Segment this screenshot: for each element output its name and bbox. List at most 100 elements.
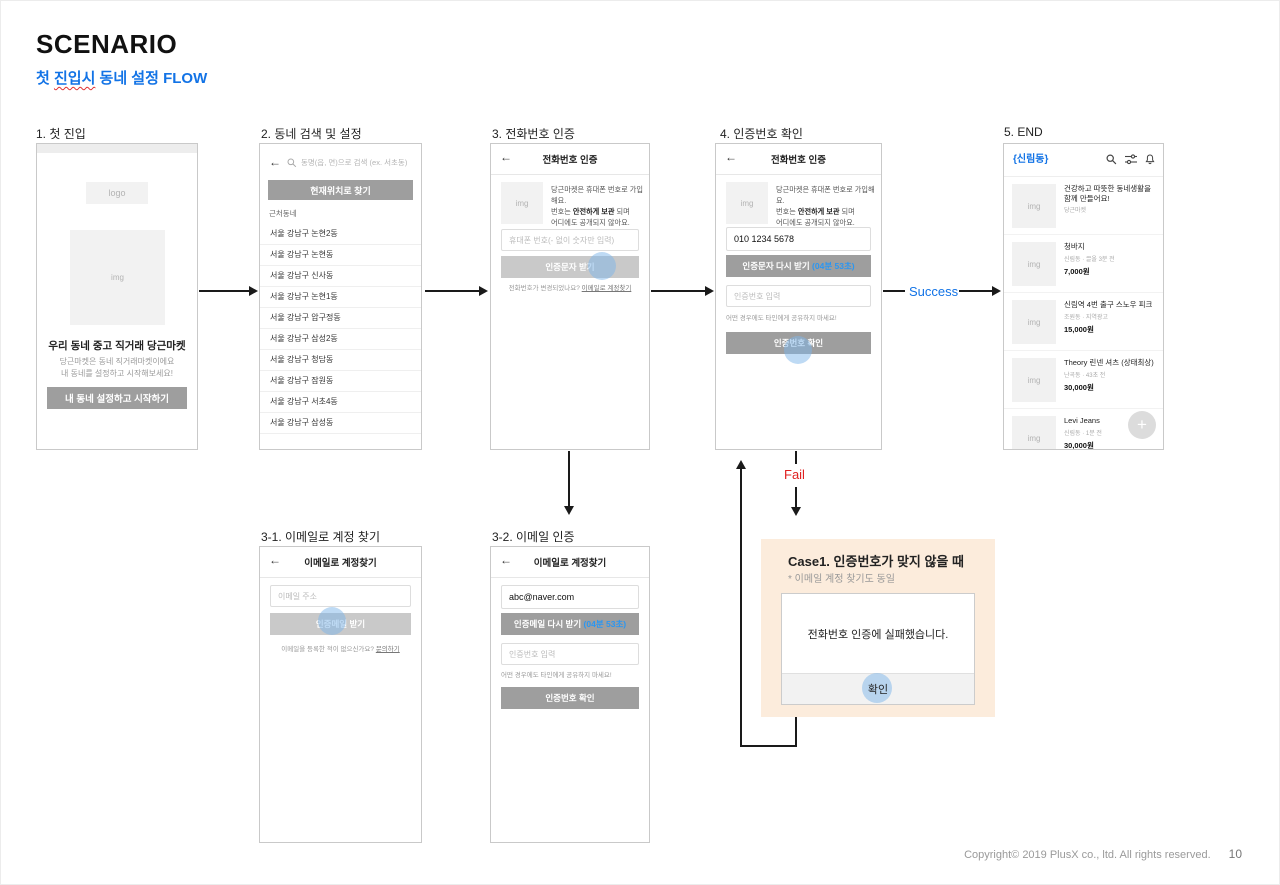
feed-item[interactable]: img Levi Jeans 신림동 · 1분 전 30,000원 (1004, 409, 1163, 450)
neighborhood-list-item[interactable]: 서울 강남구 서초4동 (260, 392, 421, 413)
back-icon[interactable]: ← (269, 553, 281, 567)
onboarding-image-placeholder: img (70, 230, 165, 325)
resend-timer: (04분 53초) (812, 261, 855, 271)
verification-code-input[interactable] (501, 643, 639, 665)
label-step-3-1: 3-1. 이메일로 계정 찾기 (261, 530, 381, 544)
feed-item-title: 신림역 4번 출구 스노우 피크 (1064, 300, 1153, 309)
verify-desc-line1: 당근마켓은 휴대폰 번호로 가입해요. (776, 185, 875, 205)
success-label: Success (909, 284, 959, 299)
feed-list: img 건강하고 따뜻한 동네생활을 함께 만들어요! 당근마켓 img 청바지… (1004, 177, 1163, 450)
find-current-location-button[interactable]: 현재위치로 찾기 (268, 180, 413, 200)
page-number: 10 (1228, 847, 1242, 861)
search-icon[interactable] (1106, 154, 1117, 165)
verify-desc-line2-post: 되며 (839, 207, 855, 216)
neighborhood-list-item[interactable]: 서울 강남구 논현1동 (260, 287, 421, 308)
back-icon[interactable]: ← (725, 150, 737, 164)
neighborhood-list-item[interactable]: 서울 강남구 삼성2동 (260, 329, 421, 350)
feed-item-sub: 신림동 · 끌올 3분 전 (1064, 256, 1115, 263)
code-warning-text: 어떤 경우에도 타인에게 공유하지 마세요! (501, 672, 612, 679)
arrow-1-to-2-head (249, 286, 258, 296)
resend-timer: (04분 53초) (583, 619, 627, 629)
feed-item[interactable]: img 건강하고 따뜻한 동네생활을 함께 만들어요! 당근마켓 (1004, 177, 1163, 235)
onboarding-desc-line1: 당근마켓은 동네 직거래마켓이에요 (59, 357, 175, 366)
find-account-help-text: 전화번호가 변경되었나요? (508, 285, 582, 292)
error-dialog: 전화번호 인증에 실패했습니다. 확인 (781, 593, 975, 705)
feed-item-image: img (1012, 300, 1056, 344)
subtitle-prefix: 첫 (36, 70, 54, 87)
feed-item-image: img (1012, 184, 1056, 228)
feed-item-sub: 당근마켓 (1064, 208, 1087, 214)
email-input[interactable] (501, 585, 639, 609)
success-line-left (883, 290, 905, 292)
neighborhood-list-item[interactable]: 서울 강남구 논현2동 (260, 224, 421, 245)
screen-find-account-email: 이메일로 계정찾기 ← 인증메일 받기 이메일을 등록한 적이 없으신가요? 문… (259, 546, 422, 843)
feed-item-sub: 난곡동 · 43초 전 (1064, 372, 1106, 379)
start-set-neighborhood-button[interactable]: 내 동네 설정하고 시작하기 (47, 387, 187, 409)
feed-item-price: 30,000원 (1064, 382, 1094, 392)
status-bar (37, 144, 197, 153)
arrow-3-to-4-head (705, 286, 714, 296)
screen-header-title: 이메일로 계정찾기 (491, 547, 649, 578)
screen-phone-verification: 전화번호 인증 ← img 당근마켓은 휴대폰 번호로 가입해요. 번호는 안전… (490, 143, 650, 450)
label-step-1: 1. 첫 진입 (36, 127, 86, 141)
phone-number-input[interactable] (726, 227, 871, 251)
resend-email-label: 인증메일 다시 받기 (513, 619, 584, 629)
contact-help-text: 이메일을 등록한 적이 없으신가요? (281, 646, 376, 653)
feed-item-price: 7,000원 (1064, 266, 1090, 276)
neighborhood-search-input[interactable]: 동명(읍, 면)으로 검색 (ex. 서초동) (301, 158, 408, 167)
find-account-help: 전화번호가 변경되었나요? 이메일로 계정찾기 (491, 282, 649, 292)
screen-header-title: 전화번호 인증 (716, 144, 881, 175)
case1-panel: Case1. 인증번호가 맞지 않을 때 * 이메일 계정 찾기도 동일 전화번… (761, 539, 995, 717)
get-verification-sms-button[interactable]: 인증문자 받기 (501, 256, 639, 278)
neighborhood-list-item[interactable]: 서울 강남구 압구정동 (260, 308, 421, 329)
screen-email-verification: 이메일로 계정찾기 ← 인증메일 다시 받기 (04분 53초) 어떤 경우에도… (490, 546, 650, 843)
resend-email-button[interactable]: 인증메일 다시 받기 (04분 53초) (501, 613, 639, 635)
filter-sliders-icon[interactable] (1125, 154, 1137, 165)
phone-number-input[interactable] (501, 229, 639, 251)
tap-indicator (784, 336, 812, 364)
label-step-5: 5. END (1004, 125, 1043, 139)
find-account-by-email-link[interactable]: 이메일로 계정찾기 (581, 285, 632, 292)
arrow-3-to-32-head (564, 506, 574, 515)
subtitle-suffix: 동네 설정 FLOW (95, 70, 208, 87)
email-input[interactable] (270, 585, 411, 607)
back-icon[interactable]: ← (500, 553, 512, 567)
resend-sms-button[interactable]: 인증문자 다시 받기 (04분 53초) (726, 255, 871, 277)
neighborhood-list-item[interactable]: 서울 강남구 청담동 (260, 350, 421, 371)
nearby-list-label: 근처동네 (269, 209, 297, 218)
success-line-right (959, 290, 993, 292)
tap-indicator (318, 607, 346, 635)
fail-label: Fail (784, 467, 805, 482)
neighborhood-list-item[interactable]: 서울 강남구 삼성동 (260, 413, 421, 434)
neighborhood-list-item[interactable]: 서울 강남구 잠원동 (260, 371, 421, 392)
dialog-confirm-button[interactable]: 확인 (867, 684, 889, 696)
add-post-fab-button[interactable]: + (1128, 411, 1156, 439)
contact-help: 이메일을 등록한 적이 없으신가요? 문의하기 (260, 643, 421, 653)
notification-bell-icon[interactable] (1145, 154, 1155, 165)
feed-item-price: 30,000원 (1064, 440, 1094, 450)
loop-line-horizontal (740, 745, 797, 747)
screen-code-confirm: 전화번호 인증 ← img 당근마켓은 휴대폰 번호로 가입해요. 번호는 안전… (715, 143, 882, 450)
feed-item[interactable]: img Theory 린넨 셔츠 (상태최상) 난곡동 · 43초 전 30,0… (1004, 351, 1163, 409)
feed-item-title: 청바지 (1064, 242, 1085, 251)
screen-header-title: 이메일로 계정찾기 (260, 547, 421, 578)
feed-item[interactable]: img 신림역 4번 출구 스노우 피크 조원동 · 지역광고 15,000원 (1004, 293, 1163, 351)
arrow-3-to-32-line (568, 451, 570, 506)
neighborhood-list-item[interactable]: 서울 강남구 논현동 (260, 245, 421, 266)
onboarding-desc-line2: 내 동네를 설정하고 시작해보세요! (61, 369, 173, 378)
feed-item[interactable]: img 청바지 신림동 · 끌올 3분 전 7,000원 (1004, 235, 1163, 293)
verification-code-input[interactable] (726, 285, 871, 307)
feed-item-image: img (1012, 242, 1056, 286)
logo-placeholder: logo (86, 182, 148, 204)
neighborhood-list-item[interactable]: 서울 강남구 신사동 (260, 266, 421, 287)
contact-link[interactable]: 문의하기 (375, 646, 400, 653)
verify-desc-line1: 당근마켓은 휴대폰 번호로 가입해요. (551, 185, 643, 205)
confirm-code-button[interactable]: 인증번호 확인 (501, 687, 639, 709)
verify-desc-line2-post: 되며 (614, 207, 630, 216)
back-icon[interactable]: ← (269, 155, 281, 169)
fail-line-bottom (795, 487, 797, 507)
back-icon[interactable]: ← (500, 150, 512, 164)
arrow-2-to-3-line (425, 290, 480, 292)
location-selector[interactable]: {신림동} (1013, 154, 1049, 165)
